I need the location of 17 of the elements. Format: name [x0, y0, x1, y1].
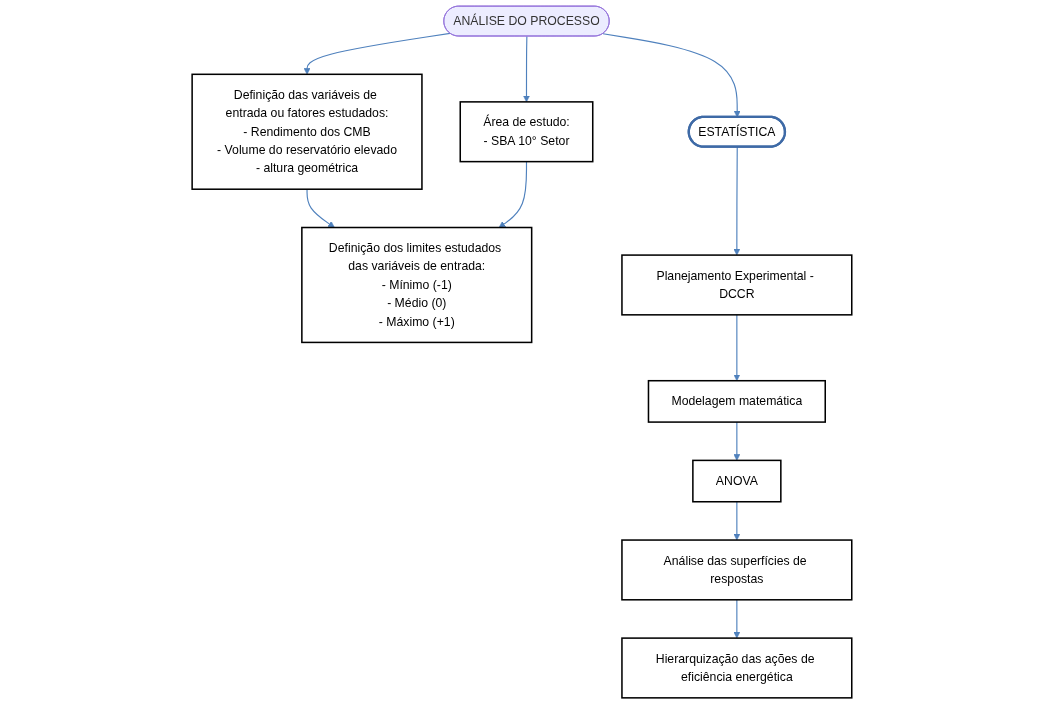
arrow [498, 161, 528, 228]
node-box: Área de estudo: - SBA 10° Setor [459, 101, 594, 163]
arrow [733, 146, 741, 256]
arrow [733, 599, 741, 639]
node-box: Definição das variáveis de entrada ou fatores estudados: - Rendimento dos CMB - Volume do reservatório elevado - altura geométrica [191, 73, 423, 190]
node-box: Hierarquização das ações de eficiência energética [621, 637, 853, 699]
node-box: Planejamento Experimental - DCCR [621, 254, 853, 316]
node-box: Modelagem matemática [647, 379, 827, 423]
arrow [306, 188, 335, 228]
arrow [733, 501, 741, 541]
arrow [733, 314, 741, 381]
arrow [303, 32, 451, 75]
node-box: Definição dos limites estudados das variáveis de entrada: - Mínimo (-1) - Médio (0) - Máximo (+1) [301, 226, 533, 344]
node-box: Análise das superfícies de respostas [621, 539, 853, 601]
node-box: ANOVA [692, 459, 782, 503]
arrow [733, 421, 741, 461]
arrow [523, 35, 530, 103]
